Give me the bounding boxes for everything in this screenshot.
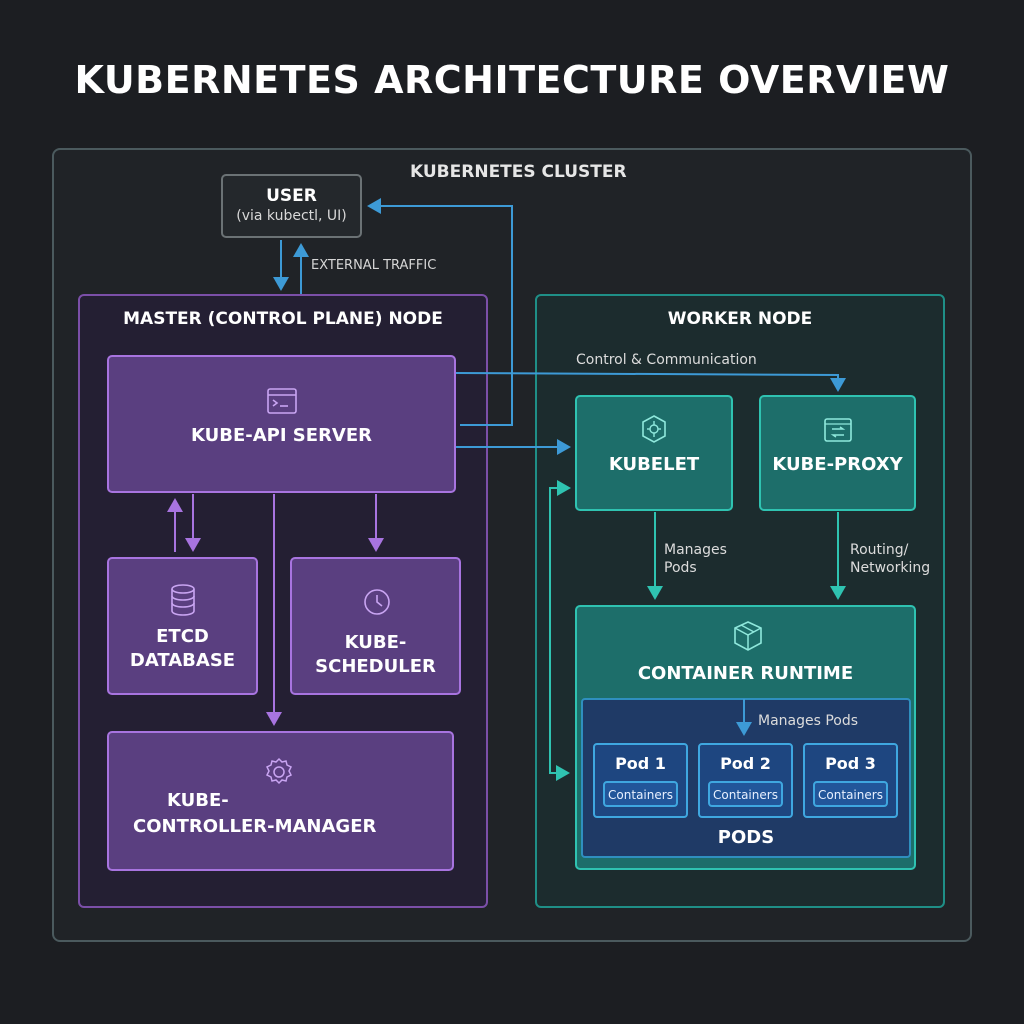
pod-3: Pod 3 Containers: [803, 743, 898, 818]
container-runtime-label: CONTAINER RUNTIME: [637, 663, 854, 684]
gear-icon: [265, 757, 293, 785]
kube-scheduler: KUBE-SCHEDULER: [290, 557, 461, 695]
routing-label-line1: Routing/: [850, 542, 909, 558]
manages-pods-inner-label: Manages Pods: [758, 713, 859, 729]
diagram-title: KUBERNETES ARCHITECTURE OVERVIEW: [74, 58, 950, 102]
kube-scheduler-label: KUBE-SCHEDULER: [315, 632, 436, 677]
kube-api-server-label: KUBE-API SERVER: [190, 425, 373, 446]
pods-label: PODS: [717, 827, 775, 848]
network-proxy-icon: [824, 418, 852, 442]
user-label: USER: [266, 186, 317, 206]
cluster-label: KUBERNETES CLUSTER: [410, 162, 627, 182]
etcd-database: ETCD DATABASE: [107, 557, 258, 695]
pod-2-containers: Containers: [708, 781, 783, 807]
kubelet: KUBELET: [575, 395, 733, 511]
user-node: USER (via kubectl, UI): [221, 174, 362, 238]
pod-1-label: Pod 1: [615, 754, 666, 773]
clock-icon: [364, 589, 390, 615]
pod-3-containers: Containers: [813, 781, 888, 807]
master-node-label: MASTER (CONTROL PLANE) NODE: [123, 309, 443, 329]
worker-node-label: WORKER NODE: [667, 309, 813, 329]
pod-2-label: Pod 2: [720, 754, 771, 773]
kubelet-label: KUBELET: [608, 454, 700, 475]
routing-label-line2: Networking: [850, 560, 931, 576]
etcd-label-line1: ETCD: [156, 626, 209, 647]
user-sublabel: (via kubectl, UI): [236, 208, 347, 224]
package-box-icon: [734, 621, 762, 651]
pod-2: Pod 2 Containers: [698, 743, 793, 818]
pod-1: Pod 1 Containers: [593, 743, 688, 818]
control-communication-label: Control & Communication: [576, 352, 757, 368]
terminal-icon: [267, 388, 297, 414]
database-icon: [171, 584, 195, 616]
pod-1-containers: Containers: [603, 781, 678, 807]
kubelet-hex-icon: [642, 415, 666, 443]
manages-pods-label-line1: Manages: [664, 542, 727, 558]
controller-label-line1: KUBE-: [167, 790, 229, 811]
controller-label-line2: CONTROLLER-MANAGER: [133, 816, 377, 837]
kube-proxy-label: KUBE-PROXY: [772, 454, 903, 475]
kube-api-server: KUBE-API SERVER: [107, 355, 456, 493]
manages-pods-label-line2: Pods: [664, 560, 697, 576]
kube-controller-manager: KUBE- CONTROLLER-MANAGER: [107, 731, 454, 871]
pod-3-label: Pod 3: [825, 754, 876, 773]
etcd-label-line2: DATABASE: [129, 650, 236, 671]
kube-proxy: KUBE-PROXY: [759, 395, 916, 511]
external-traffic-label: EXTERNAL TRAFFIC: [311, 258, 437, 273]
